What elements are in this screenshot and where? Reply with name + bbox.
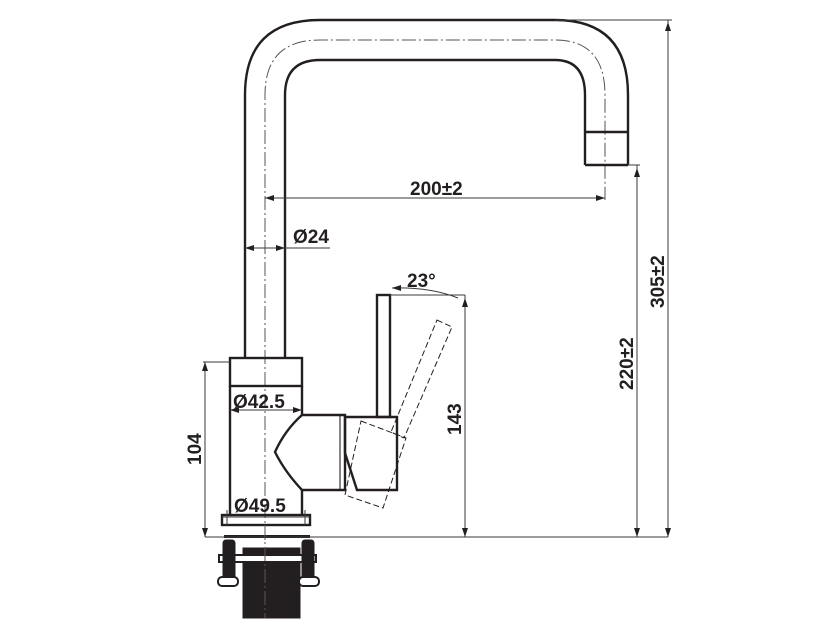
- spout: [243, 18, 630, 540]
- label-pipe-diameter: Ø24: [293, 227, 329, 248]
- dimension-handle-angle: 23°: [390, 271, 465, 299]
- label-total-height: 305±2: [648, 255, 669, 308]
- label-body-height: 104: [185, 433, 206, 465]
- dimension-body-height: 104: [185, 361, 230, 537]
- label-handle-angle: 23°: [407, 271, 436, 292]
- dimension-base-diameter: Ø49.5: [222, 496, 310, 525]
- dimension-total-height: 305±2: [555, 19, 672, 537]
- aerator: [585, 130, 628, 167]
- dimension-pipe-diameter: Ø24: [245, 227, 330, 251]
- label-collar-diameter: Ø42.5: [233, 392, 285, 413]
- dimension-aerator-height: 220±2: [617, 164, 640, 537]
- label-base-diameter: Ø49.5: [234, 496, 286, 517]
- lever-handle: [343, 293, 453, 509]
- label-aerator-height: 220±2: [617, 337, 638, 390]
- label-handle-height: 143: [445, 403, 466, 435]
- dimension-collar-diameter: Ø42.5: [230, 392, 302, 413]
- mounting-shank: [217, 525, 320, 619]
- dimension-handle-height: 143: [445, 295, 468, 537]
- dimension-spout-reach: 200±2: [265, 179, 605, 201]
- lever-open-position: [344, 319, 453, 509]
- label-spout-reach: 200±2: [410, 179, 463, 200]
